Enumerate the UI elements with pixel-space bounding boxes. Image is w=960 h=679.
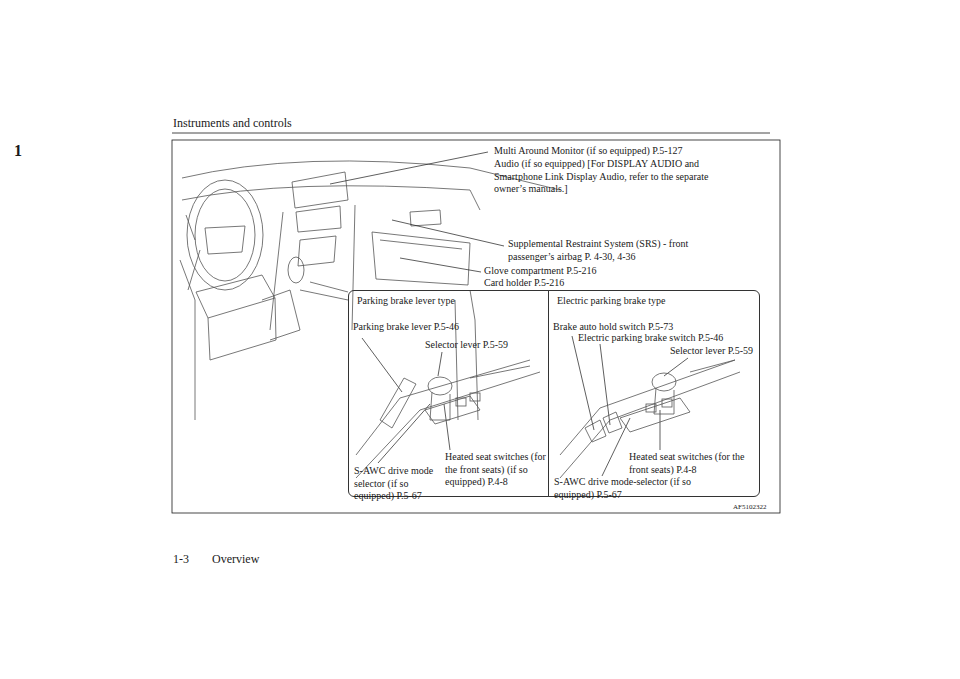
- section-tab: 1: [14, 141, 22, 160]
- figure-code: AF5102322: [733, 503, 766, 511]
- callout: Multi Around Monitor (if so equipped) P.…: [494, 145, 714, 158]
- leader-lines: [330, 152, 688, 476]
- callout: Supplemental Restraint System (SRS) - fr…: [508, 238, 693, 263]
- panel-heading: Electric parking brake type: [557, 295, 666, 307]
- callout: Brake auto hold switch P.5-73: [553, 321, 673, 334]
- callout: Glove compartment P.5-216: [484, 265, 596, 278]
- callout: Heated seat switches (for the front seat…: [629, 451, 757, 476]
- page-number: 1-3: [173, 552, 189, 566]
- callout: Audio (if so equipped) [For DISPLAY AUDI…: [494, 158, 709, 196]
- callout: Selector lever P.5-59: [670, 345, 753, 358]
- header-rule: [172, 133, 770, 134]
- callout: Card holder P.5-216: [484, 277, 564, 290]
- figure-frame: [172, 140, 780, 513]
- callout: Heated seat switches (for the front seat…: [445, 451, 547, 489]
- running-header: Instruments and controls: [173, 117, 292, 130]
- callout: Selector lever P.5-59: [425, 339, 508, 352]
- section-name: Overview: [212, 552, 259, 566]
- callout: Parking brake lever P.5-46: [353, 321, 459, 334]
- callout: S-AWC drive mode selector (if so equippe…: [354, 465, 450, 503]
- callout: Electric parking brake switch P.5-46: [578, 332, 723, 345]
- panel-heading: Parking brake lever type: [357, 295, 455, 307]
- callout: S-AWC drive mode-selector (if so equippe…: [554, 476, 732, 501]
